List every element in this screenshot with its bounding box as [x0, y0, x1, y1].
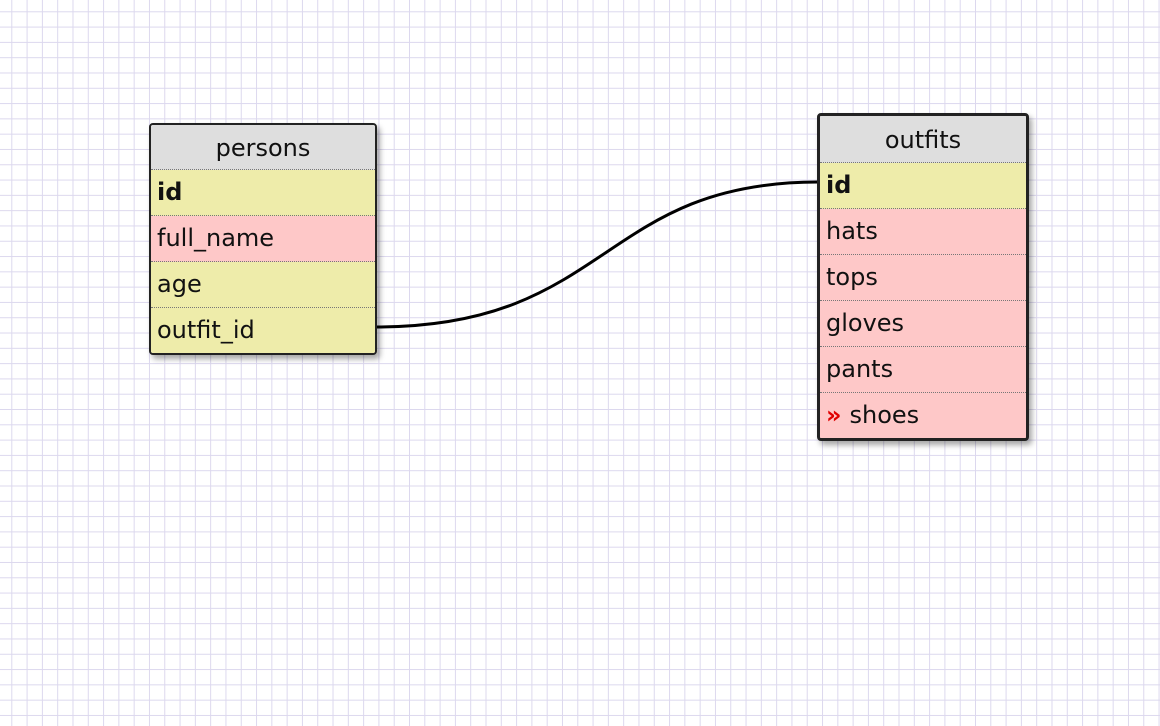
field-persons-outfit-id[interactable]: outfit_id — [151, 308, 375, 353]
field-outfits-gloves[interactable]: gloves — [820, 301, 1026, 347]
field-persons-full-name[interactable]: full_name — [151, 216, 375, 262]
field-outfits-tops[interactable]: tops — [820, 255, 1026, 301]
field-persons-age[interactable]: age — [151, 262, 375, 308]
table-outfits[interactable]: outfits id hats tops gloves pants »shoes — [817, 113, 1029, 441]
field-persons-id[interactable]: id — [151, 170, 375, 216]
table-title-persons[interactable]: persons — [151, 125, 375, 170]
field-outfits-shoes[interactable]: »shoes — [820, 393, 1026, 438]
field-label: shoes — [849, 401, 920, 429]
relation-line-outfit-id-to-outfits-id[interactable] — [375, 180, 819, 329]
field-outfits-hats[interactable]: hats — [820, 209, 1026, 255]
table-persons[interactable]: persons id full_name age outfit_id — [149, 123, 377, 355]
field-outfits-pants[interactable]: pants — [820, 347, 1026, 393]
double-chevron-right-icon: » — [826, 401, 842, 429]
field-outfits-id[interactable]: id — [820, 163, 1026, 209]
table-title-outfits[interactable]: outfits — [820, 116, 1026, 163]
